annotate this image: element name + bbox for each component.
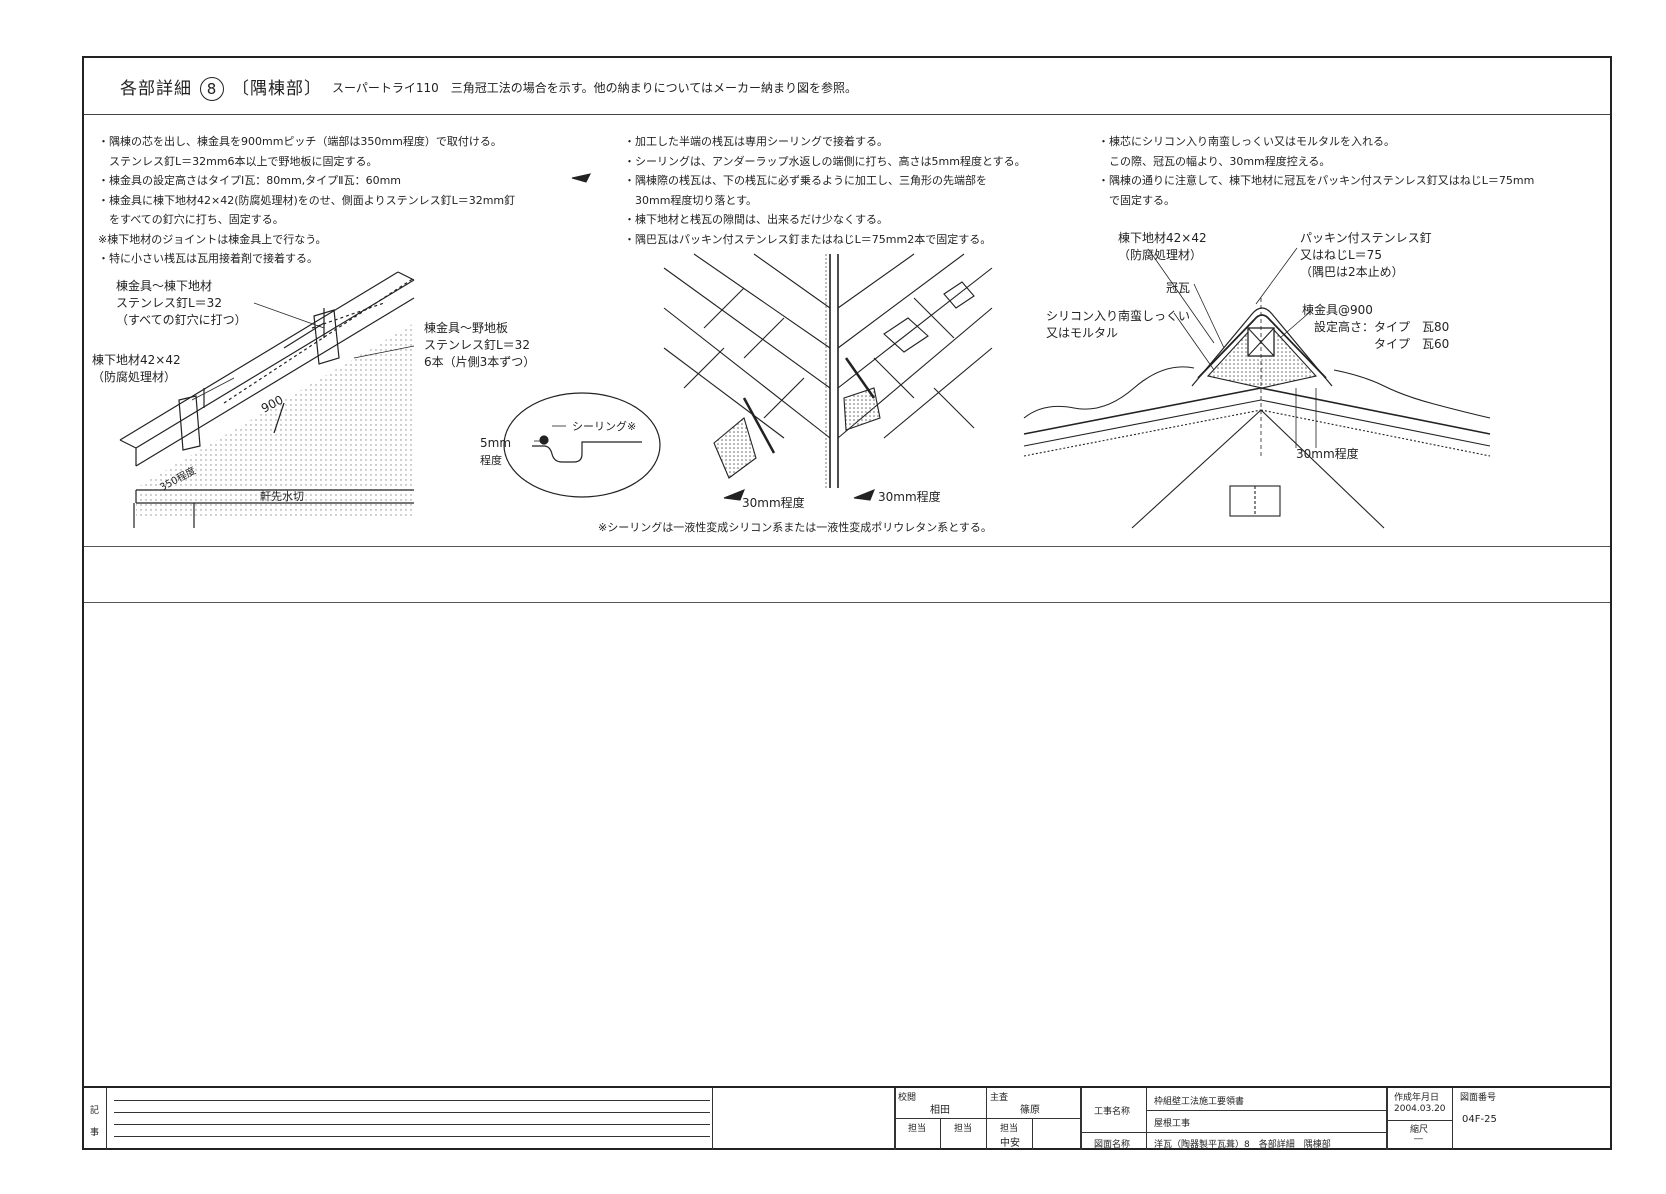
notes-left: ・隅棟の芯を出し、棟金具を900mmピッチ（端部は350mm程度）で取付ける。 …: [98, 135, 516, 265]
label-ridge-base-right: 棟下地材42×42 （防腐処理材）: [1118, 231, 1207, 262]
detail-number: 8: [200, 77, 224, 101]
project-label: 工事名称: [1094, 1107, 1131, 1117]
check-name: 相田: [930, 1105, 950, 1116]
eave-flashing-label: 軒先水切: [260, 490, 304, 503]
title-text: 各部詳細: [120, 79, 192, 99]
left-isometric-drawing: [119, 271, 415, 528]
check-label: 校閲: [898, 1093, 917, 1103]
date-value: 2004.03.20: [1394, 1104, 1446, 1114]
section-divider-1: [84, 546, 1610, 547]
label-packing-nail: パッキン付ステンレス釘 又はねじL＝75 （隅巴は2本止め）: [1300, 231, 1432, 279]
label-mortar: シリコン入り南蛮しっくい 又はモルタル: [1046, 309, 1191, 340]
staff-label-1: 担当: [908, 1124, 927, 1134]
part-name: 〔隅棟部〕: [232, 79, 322, 99]
staff-label-3: 担当: [1000, 1124, 1019, 1134]
dim-approx-label: 程度: [480, 453, 502, 467]
sealing-label: シーリング※: [572, 419, 636, 433]
sheet-title: 各部詳細 8 〔隅棟部〕: [120, 74, 322, 101]
label-ridge-base-left: 棟下地材42×42 （防腐処理材）: [92, 353, 181, 384]
remarks-label: 記 事: [90, 1106, 100, 1138]
label-cap-tile: 冠瓦: [1166, 281, 1191, 295]
sheet-header: 各部詳細 8 〔隅棟部〕 スーパートライ110 三角冠工法の場合を示す。他の納まりに…: [84, 58, 1610, 115]
drawing-sheet: 各部詳細 8 〔隅棟部〕 スーパートライ110 三角冠工法の場合を示す。他の納まりに…: [82, 56, 1612, 1150]
drawing-name: 洋瓦（陶器製平瓦葺）8 各部詳細 隅棟部: [1154, 1140, 1331, 1150]
staff-label-2: 担当: [954, 1124, 973, 1134]
staff-name-3: 中安: [1000, 1138, 1020, 1149]
dim-30mm-a: 30mm程度: [742, 495, 805, 510]
sheet-subtitle: スーパートライ110 三角冠工法の場合を示す。他の納まりについてはメーカー納まり…: [332, 81, 857, 95]
scale-value: ―: [1414, 1134, 1423, 1144]
notes-middle: ・加工した半端の桟瓦は専用シーリングで接着する。 ・シーリングは、アンダーラップ…: [624, 135, 1026, 246]
title-block: 記 事 校閲 相田 主査 篠原 担当 担当 担当 中安 工事名称 枠組壁工法施工…: [84, 1086, 1610, 1150]
lead-label: 主査: [990, 1093, 1009, 1103]
label-30mm-right: 30mm程度: [1296, 447, 1359, 461]
dim-5mm: 5mm: [480, 436, 511, 450]
detail-drawings: 900 350程度 軒先水切 シーリング※ 5mm 程度: [119, 173, 1491, 534]
drawing-number-label: 図面番号: [1460, 1093, 1497, 1103]
label-sheathing-nail: 棟金具～野地板 ステンレス釘L＝32 6本（片側3本ずつ）: [424, 321, 536, 369]
lead-name: 篠原: [1020, 1105, 1040, 1116]
right-section-drawing: [1023, 247, 1491, 529]
roof-sheathing-hatch: [136, 323, 414, 518]
section-divider-2: [84, 602, 1610, 603]
project-name-2: 屋根工事: [1154, 1119, 1191, 1129]
dim-30mm-b: 30mm程度: [878, 489, 941, 504]
notes-right: ・棟芯にシリコン入り南蛮しっくい又はモルタルを入れる。 この際、冠瓦の幅より、3…: [1098, 135, 1535, 207]
sealing-footnote: ※シーリングは一液性変成シリコン系または一液性変成ポリウレタン系とする。: [598, 520, 992, 534]
drawing-number: 04F-25: [1462, 1114, 1497, 1125]
label-bracket-nail: 棟金具～棟下地材 ステンレス釘L＝32 （すべての釘穴に打つ）: [116, 279, 247, 327]
middle-hip-drawing: [571, 173, 993, 501]
sealing-detail: [503, 392, 661, 498]
scale-label: 縮尺: [1410, 1125, 1429, 1135]
label-ridge-bracket: 棟金具@900 設定高さ：タイプ 瓦80 タイプ 瓦60: [1302, 303, 1450, 351]
drawing-label: 図面名称: [1094, 1140, 1131, 1150]
date-label: 作成年月日: [1394, 1093, 1440, 1103]
project-name-1: 枠組壁工法施工要領書: [1154, 1097, 1245, 1107]
